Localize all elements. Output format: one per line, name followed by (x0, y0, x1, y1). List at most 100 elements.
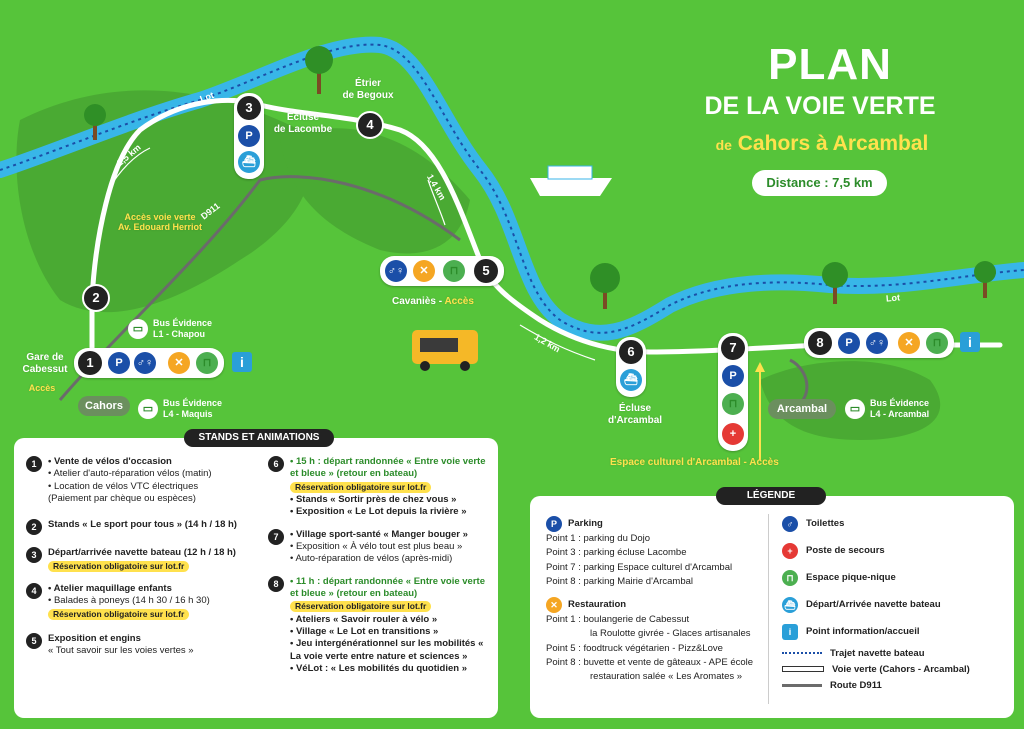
tree-5 (974, 261, 996, 298)
tree-2 (84, 104, 106, 140)
legend-road-line-label: Route D911 (830, 679, 882, 691)
stop-2-number[interactable]: 2 (82, 284, 110, 312)
stand-line: • Village sport-santé « Manger bouger » (290, 528, 468, 540)
title-voie-verte: DE LA VOIE VERTE (704, 92, 936, 120)
legend-first-aid-label: Poste de secours (806, 545, 885, 556)
label-espace-text: Espace culturel d'Arcambal (610, 457, 741, 468)
stop-6-number: 6 (619, 340, 643, 364)
stands-header: STANDS ET ANIMATIONS (184, 429, 334, 447)
stop-4-number[interactable]: 4 (356, 111, 384, 139)
stand-line: • Ateliers « Savoir rouler à vélo » (290, 613, 438, 625)
bus-stop-arcambal: ▭ Bus Évidence L4 - Arcambal (845, 398, 929, 420)
stand-line: • Stands « Sortir près de chez vous » (290, 494, 457, 506)
first-aid-icon: + (782, 542, 798, 559)
stand-item-2: 2 Stands « Le sport pour tous » (14 h / 1… (26, 519, 266, 536)
toilets-icon: ♂♀ (134, 352, 156, 374)
restaurant-icon: ✕ (168, 352, 190, 374)
stop-1-box[interactable]: 1 P ♂♀ ✕ ⊓ (74, 348, 224, 378)
stand-line: Départ/arrivée navette bateau (12 h / 18… (48, 547, 236, 559)
title-route: de Cahors à Arcambal (662, 132, 982, 156)
stand-text: • 11 h : départ randonnée « Entre voie v… (290, 576, 494, 676)
stand-text: Départ/arrivée navette bateau (12 h / 18… (48, 547, 236, 573)
parking-icon: P (838, 332, 860, 354)
info-icon-1[interactable]: i (232, 352, 252, 372)
picnic-icon: ⊓ (443, 260, 465, 282)
stop-3-number: 3 (237, 96, 261, 120)
legend-first-aid: + Poste de secours (782, 537, 1012, 564)
stop-3-box[interactable]: 3 P ⛴ (234, 93, 264, 179)
boat-shuttle-icon: ⛴ (238, 151, 260, 173)
stand-line: • Exposition « Le Lot depuis la rivière … (290, 506, 467, 518)
voie-line-icon (782, 666, 824, 672)
restaurant-icon: ✕ (546, 597, 562, 613)
picnic-icon: ⊓ (782, 569, 798, 586)
parking-icon: P (108, 352, 130, 374)
legend-parking-line: Point 3 : parking écluse Lacombe (546, 547, 687, 559)
tree-3 (590, 263, 620, 309)
toilets-icon: ♂♀ (866, 332, 888, 354)
stand-line: • 15 h : départ randonnée « Entre voie v… (290, 456, 486, 480)
stand-text: Stands « Le sport pour tous » (14 h / 18… (48, 519, 237, 531)
legend-boat-label: Départ/Arrivée navette bateau (806, 599, 941, 610)
first-aid-icon: + (722, 423, 744, 445)
stand-line: • Balades à poneys (14 h 30 / 16 h 30) (48, 595, 210, 607)
hill-zone-left (16, 90, 311, 313)
legend-voie-line-label: Voie verte (Cahors - Arcambal) (832, 663, 970, 675)
legend-boat: ⛴ Départ/Arrivée navette bateau (782, 591, 1012, 618)
stand-number: 2 (26, 519, 42, 536)
legend-picnic-label: Espace pique-nique (806, 572, 896, 583)
road-line-icon (782, 683, 822, 687)
legend-resto-line: Point 8 : buvette et vente de gâteaux - … (546, 656, 754, 668)
stand-line: Exposition et engins (48, 633, 141, 645)
stand-number: 3 (26, 547, 42, 564)
legend-resto-title-text: Restauration (568, 598, 627, 610)
stop-7-box[interactable]: 7 P ⊓ + (718, 333, 748, 451)
distance-arrow-1 (107, 147, 151, 191)
boat-shuttle-icon: ⛴ (782, 596, 798, 613)
label-espace: Espace culturel d'Arcambal - Accès (610, 457, 779, 468)
stand-line: Stands « Le sport pour tous » (14 h / 18… (48, 519, 237, 531)
stand-line: • Village « Le Lot en transitions » (290, 626, 439, 638)
stand-number: 6 (268, 456, 284, 472)
title-plan: PLAN (768, 40, 892, 89)
stand-line: • Atelier maquillage enfants (48, 583, 172, 595)
stand-line: • Exposition « À vélo tout est plus beau… (290, 541, 463, 553)
legend-resto-line: la Roulotte givrée - Glaces artisanales (590, 628, 751, 640)
stand-line: (Paiement par chèque ou espèces) (48, 493, 196, 505)
stop-5-box[interactable]: ♂♀ ✕ ⊓ 5 (380, 256, 504, 286)
label-acces-gare: Accès (28, 383, 56, 393)
label-cavanies-text: Cavaniès (392, 296, 436, 307)
legend-shuttle-line: Trajet navette bateau (782, 645, 1012, 661)
info-icon-8[interactable]: i (960, 332, 980, 352)
stand-number: 4 (26, 583, 42, 600)
stand-number: 1 (26, 456, 42, 472)
food-truck-illustration (412, 330, 478, 371)
hill-zone-mid (280, 128, 470, 254)
info-icon: i (782, 623, 798, 640)
stand-number: 7 (268, 528, 284, 545)
place-cahors: Cahors (78, 396, 130, 416)
place-arcambal: Arcambal (768, 399, 836, 419)
legend-resto-line: Point 1 : boulangerie de Cabessut (546, 614, 690, 625)
stop-8-box[interactable]: 8 P ♂♀ ✕ ⊓ (804, 328, 954, 358)
picnic-icon: ⊓ (926, 332, 948, 354)
stand-line: • Auto-réparation de vélos (après-midi) (290, 553, 453, 565)
boat-shuttle-icon: ⛴ (620, 369, 642, 391)
legend-resto-list: Point 1 : boulangerie de Cabessut la Roul… (546, 613, 756, 684)
label-etrier: Étrier de Begoux (342, 78, 394, 101)
stand-line: • VéLot : « Les mobilités du quotidien » (290, 663, 467, 675)
legend-shuttle-line-label: Trajet navette bateau (830, 647, 925, 659)
stands-panel: STANDS ET ANIMATIONS 1• Vente de vélos d… (14, 429, 498, 718)
toilets-icon: ♂ (782, 515, 798, 532)
stands-left-col: 1• Vente de vélos d'occasion• Atelier d'… (26, 456, 266, 658)
stop-8-number: 8 (808, 331, 832, 355)
reservation-badge: Réservation obligatoire sur lot.fr (48, 608, 190, 620)
stop-6-box[interactable]: 6 ⛴ (616, 337, 646, 397)
stands-right-col: 6 • 15 h : départ randonnée « Entre voie … (268, 456, 494, 676)
label-cavanies: Cavaniès - Accès (392, 296, 474, 307)
title-route-text: Cahors à Arcambal (737, 132, 929, 155)
